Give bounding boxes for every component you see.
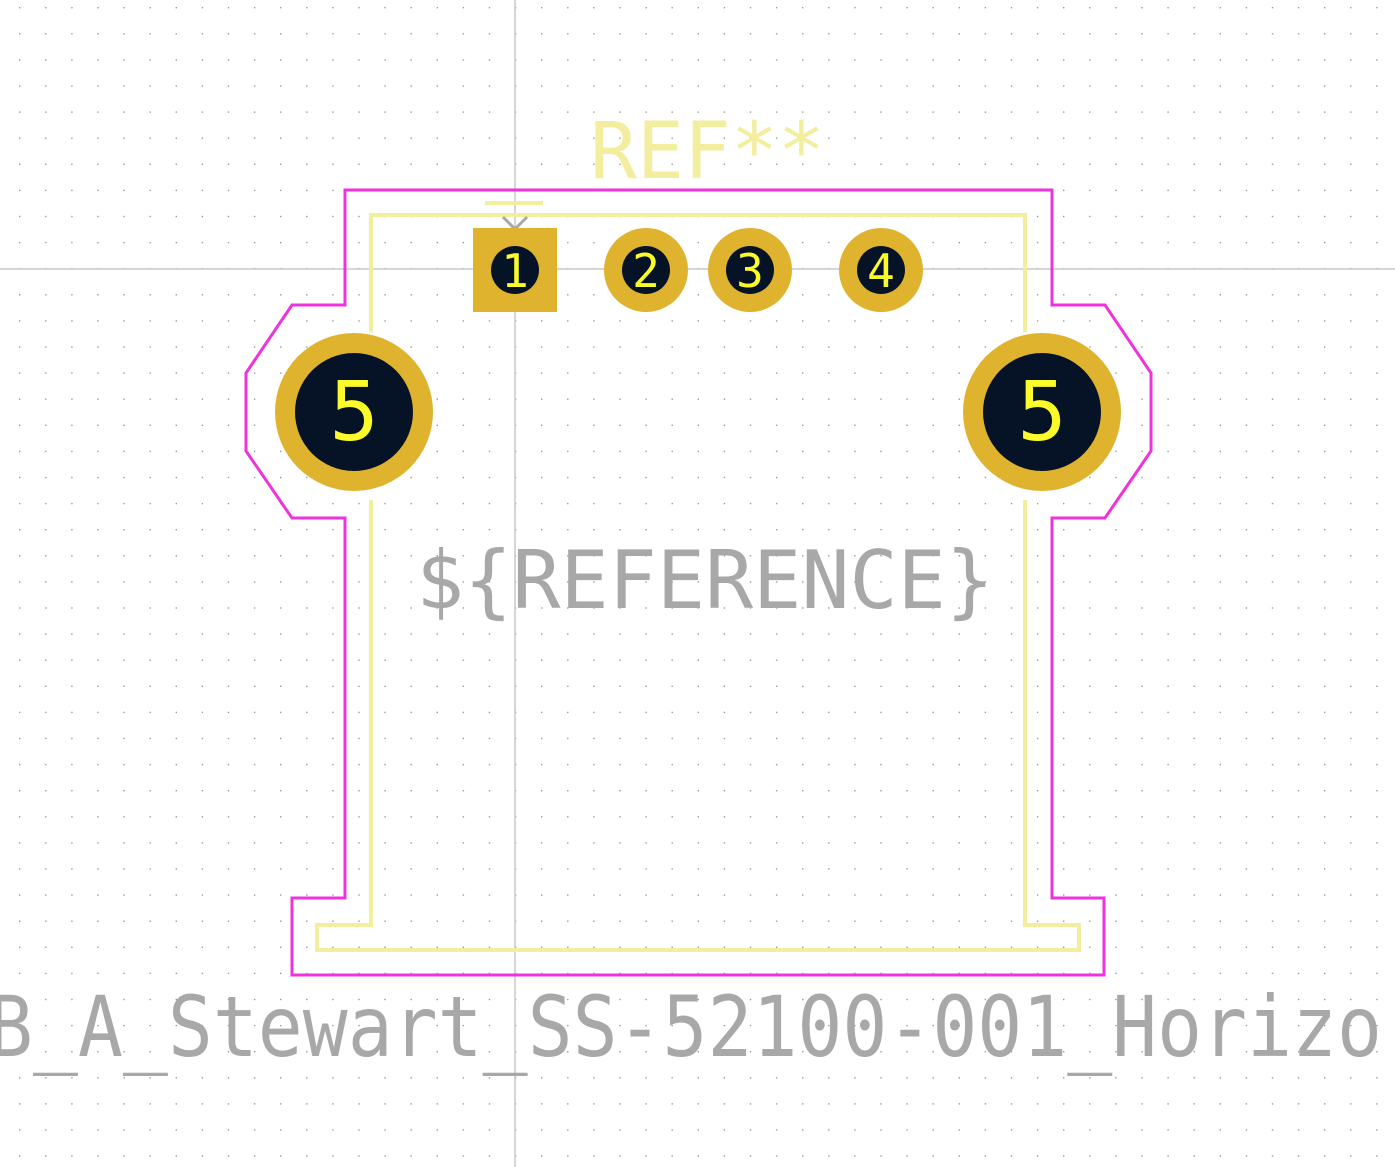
pad-4-number: 4: [867, 244, 895, 298]
pad-2-drill: [622, 246, 670, 294]
pad-4[interactable]: 4: [839, 228, 923, 312]
pad-5-left-number: 5: [329, 365, 378, 460]
silkscreen-left-upper: [369, 213, 1027, 332]
reference-field-text[interactable]: ${REFERENCE}: [416, 534, 994, 627]
footprint-value-text[interactable]: B_A_Stewart_SS-52100-001_Horizo: [0, 978, 1382, 1076]
pad-2-number: 2: [632, 244, 660, 298]
ref-designator-text[interactable]: REF**: [590, 107, 825, 197]
pad-4-drill: [857, 246, 905, 294]
pad-5-right[interactable]: 5: [963, 333, 1121, 491]
pad-1-number: 1: [501, 244, 529, 298]
pad-5-left[interactable]: 5: [275, 333, 433, 491]
pad-1-drill: [491, 246, 539, 294]
pad-5-left-drill: [295, 353, 413, 471]
pad-3-number: 3: [736, 244, 764, 298]
silkscreen-layer: [315, 201, 1081, 952]
pad-5-right-drill: [983, 353, 1101, 471]
silkscreen-left-lower: [315, 500, 1081, 952]
courtyard-outline: [244, 188, 1153, 977]
pad-3-drill: [726, 246, 774, 294]
pad-5-right-number: 5: [1017, 365, 1066, 460]
pad-1[interactable]: 1: [473, 228, 557, 312]
pad-3[interactable]: 3: [708, 228, 792, 312]
pad-2[interactable]: 2: [604, 228, 688, 312]
